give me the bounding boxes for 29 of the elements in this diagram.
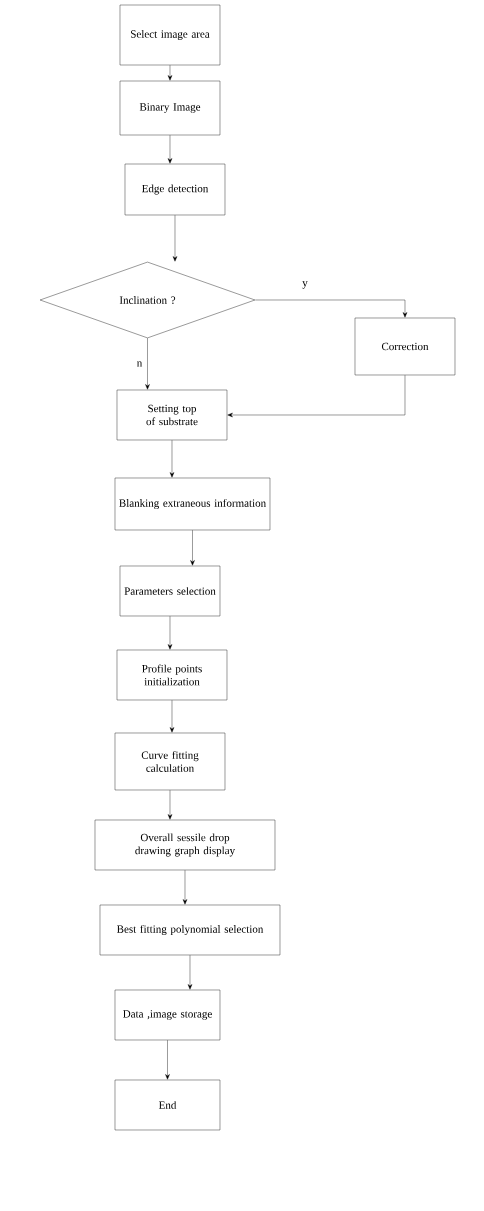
arrow xyxy=(182,870,188,905)
arrow xyxy=(255,299,408,318)
arrow xyxy=(165,1040,170,1080)
process-box: Overall sessile drop drawing graph display xyxy=(94,819,276,871)
arrow xyxy=(167,135,173,164)
process-box: Setting top of substrate xyxy=(116,389,228,441)
arrow xyxy=(169,440,175,478)
process-box: Select image area xyxy=(119,4,221,66)
process-box: Edge detection xyxy=(124,163,226,216)
process-box: End xyxy=(114,1079,221,1131)
arrow xyxy=(145,338,150,390)
edge-label: n xyxy=(135,360,144,368)
process-box: Parameters selection xyxy=(119,565,221,617)
process-box: Data ,image storage xyxy=(114,989,221,1041)
process-box: Binary Image xyxy=(119,80,221,136)
process-box: Curve fitting calculation xyxy=(114,732,226,791)
arrow xyxy=(190,530,195,566)
process-box: Correction xyxy=(354,317,456,376)
arrow xyxy=(169,700,175,733)
process-box: Blanking extraneous information xyxy=(114,477,271,531)
edge-label: y xyxy=(301,280,309,290)
arrow xyxy=(172,215,178,262)
arrow xyxy=(187,955,193,990)
process-box: Profile points initialization xyxy=(116,649,228,701)
arrow xyxy=(167,790,173,820)
arrow xyxy=(227,375,406,418)
arrow xyxy=(167,616,173,650)
process-box: Best fitting polynomial selection xyxy=(99,904,281,956)
arrow xyxy=(167,65,173,81)
